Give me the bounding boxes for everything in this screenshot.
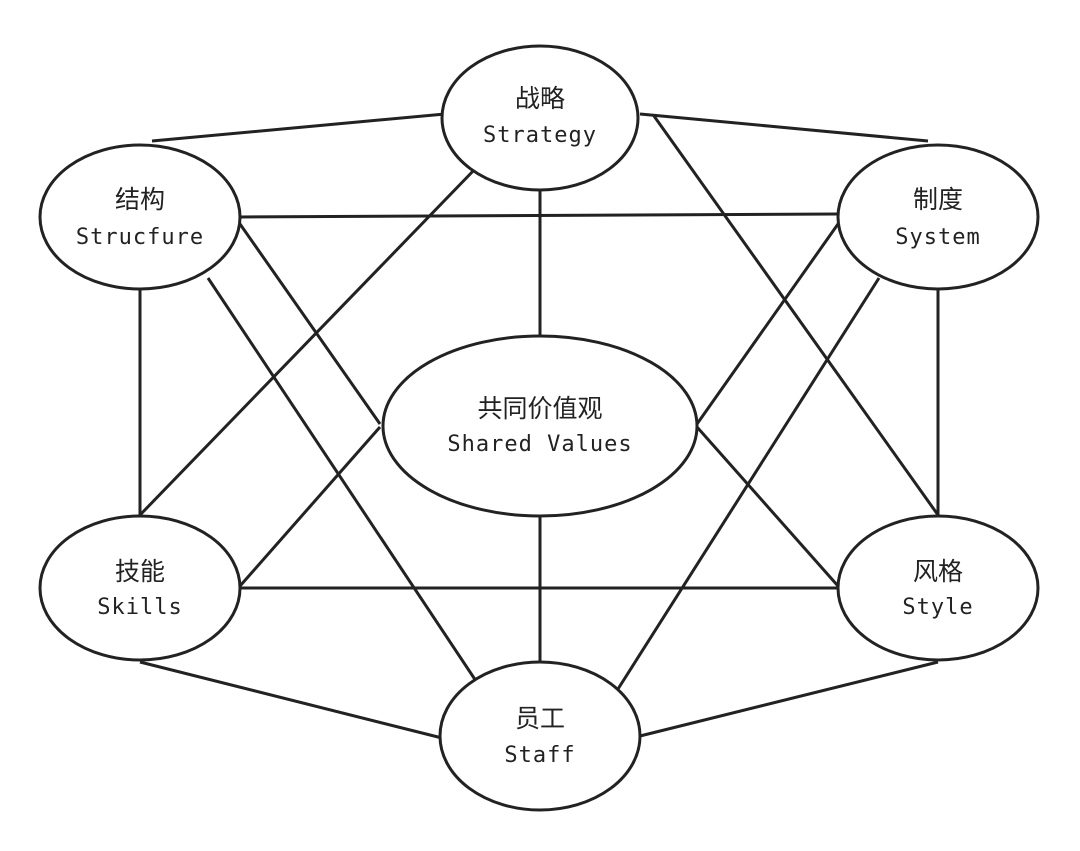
node-shared-values-label-en: Shared Values bbox=[447, 432, 632, 457]
edge-strategy-structure bbox=[151, 112, 446, 143]
edge-system-staff bbox=[616, 277, 881, 690]
node-strategy-label-en: Strategy bbox=[483, 123, 597, 148]
edge-strategy-system bbox=[639, 112, 929, 143]
node-system: 制度 System bbox=[836, 143, 1040, 291]
node-skills-ellipse bbox=[38, 514, 242, 662]
edge-skills-shared-values bbox=[238, 426, 382, 587]
node-shared-values: 共同价值观 Shared Values bbox=[381, 334, 699, 518]
node-style-ellipse bbox=[836, 514, 1040, 662]
node-staff-ellipse bbox=[438, 660, 642, 812]
edge-skills-staff bbox=[139, 660, 443, 740]
edge-strategy-skills bbox=[138, 166, 478, 517]
node-skills: 技能 Skills bbox=[38, 514, 242, 662]
node-style-label-en: Style bbox=[902, 595, 973, 620]
node-style: 风格 Style bbox=[836, 514, 1040, 662]
node-structure-label-zh: 结构 bbox=[115, 185, 165, 214]
node-strategy: 战略 Strategy bbox=[440, 44, 640, 192]
node-strategy-label-zh: 战略 bbox=[515, 84, 565, 113]
edge-structure-staff bbox=[206, 277, 478, 682]
edge-strategy-style bbox=[652, 115, 940, 516]
node-skills-label-en: Skills bbox=[97, 595, 182, 620]
node-staff-label-zh: 员工 bbox=[515, 704, 565, 733]
edge-style-staff bbox=[639, 660, 939, 738]
node-structure-ellipse bbox=[38, 143, 242, 291]
node-system-label-en: System bbox=[895, 225, 980, 250]
node-system-ellipse bbox=[836, 143, 1040, 291]
node-strategy-ellipse bbox=[440, 44, 640, 192]
edge-structure-shared-values bbox=[238, 223, 382, 425]
node-shared-values-label-zh: 共同价值观 bbox=[477, 394, 602, 423]
edge-style-shared-values bbox=[695, 426, 840, 587]
node-structure-label-en: Strucfure bbox=[76, 225, 204, 250]
node-shared-values-ellipse bbox=[381, 334, 699, 518]
node-staff: 员工 Staff bbox=[438, 660, 642, 812]
node-staff-label-en: Staff bbox=[504, 743, 575, 768]
edges bbox=[138, 112, 940, 740]
node-structure: 结构 Strucfure bbox=[38, 143, 242, 291]
edge-system-shared-values bbox=[695, 223, 840, 425]
node-style-label-zh: 风格 bbox=[913, 557, 963, 586]
node-skills-label-zh: 技能 bbox=[115, 557, 165, 586]
node-system-label-zh: 制度 bbox=[913, 185, 963, 214]
